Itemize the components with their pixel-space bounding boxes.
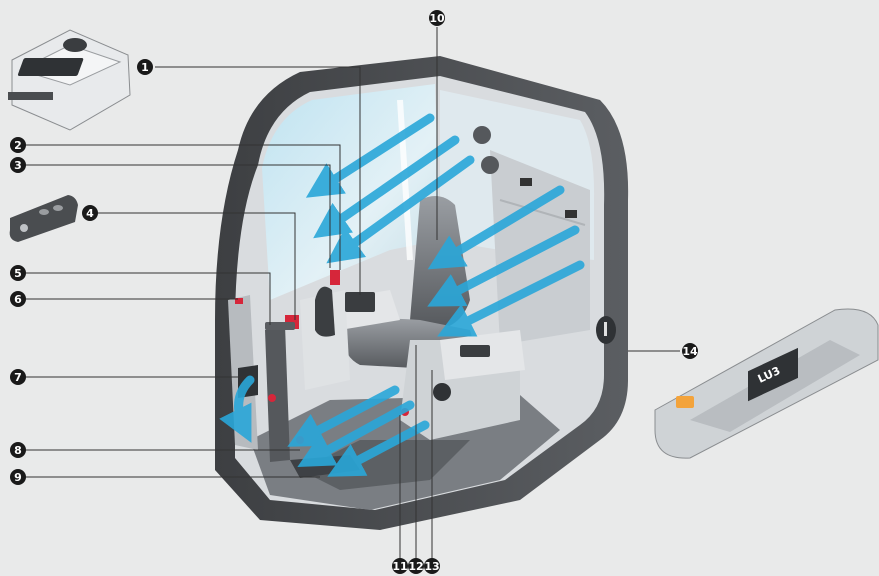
callout-2: 2 [10,137,26,153]
callout-7: 7 [10,369,26,385]
svg-text:7: 7 [14,371,22,384]
svg-text:11: 11 [392,560,407,573]
callout-3: 3 [10,157,26,173]
callout-4: 4 [82,205,98,221]
callout-11: 11 [392,558,408,574]
svg-text:9: 9 [14,471,22,484]
airflow-arrows [219,113,585,477]
leader-line-3 [26,164,331,268]
svg-text:12: 12 [408,560,423,573]
svg-text:5: 5 [14,267,22,280]
right-console [433,330,525,401]
callout-12: 12 [408,558,424,574]
svg-text:4: 4 [86,207,94,220]
callout-6: 6 [10,291,26,307]
svg-text:6: 6 [14,293,22,306]
callout-9: 9 [10,469,26,485]
remote-power-button [676,396,694,408]
travel-lever [265,325,290,462]
airflow-arrow [427,185,565,270]
airflow-arrow [297,400,415,467]
svg-text:2: 2 [14,139,22,152]
seat-controls-panel [345,292,375,312]
airflow-arrow [219,375,255,443]
console-knob [433,383,451,401]
callout-13: 13 [424,558,440,574]
svg-text:14: 14 [682,345,698,358]
leader-line-2 [26,144,341,270]
svg-text:1: 1 [141,61,149,74]
callout-markers: 1 2 3 4 5 6 7 8 9 10 11 12 13 14 [10,10,698,574]
leader-line-5 [26,272,271,325]
airflow-arrow [327,420,430,477]
switch-panel-inset [8,29,131,131]
leader-line-4 [98,212,296,320]
svg-text:8: 8 [14,444,22,457]
callout-10: 10 [429,10,445,26]
svg-text:10: 10 [429,12,445,25]
airflow-arrow [313,135,460,239]
leader-line-1 [155,66,361,295]
ac-remote-inset: LU3 [654,308,879,459]
joystick-switch [330,270,340,285]
callout-5: 5 [10,265,26,281]
key-remote-inset [9,195,79,242]
svg-text:3: 3 [14,159,22,172]
callout-1: 1 [137,59,153,75]
callout-14: 14 [682,343,698,359]
airflow-arrow [427,225,580,307]
leader-lines [26,27,680,560]
airflow-arrow [305,113,435,198]
airflow-arrow [287,385,400,447]
svg-text:13: 13 [424,560,439,573]
callout-8: 8 [10,442,26,458]
airflow-arrow [437,260,585,337]
